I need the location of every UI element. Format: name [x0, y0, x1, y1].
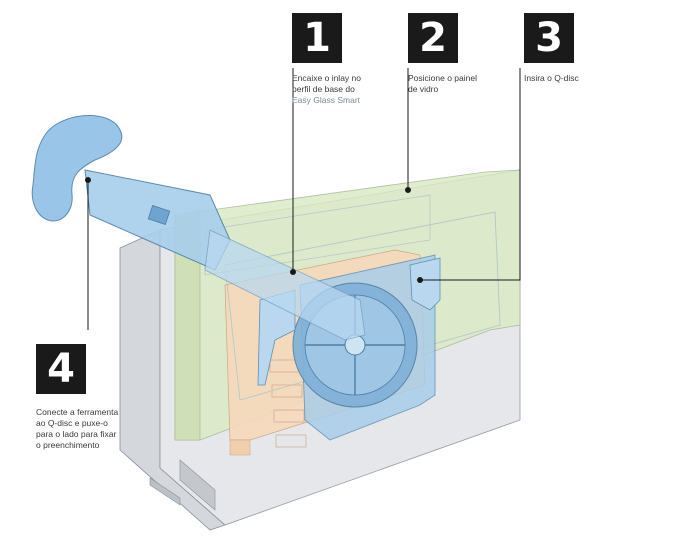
step-3-caption: Insira o Q-disc — [524, 73, 579, 84]
step-4-caption-line: para o lado para fixar — [36, 429, 117, 439]
step-1-caption: Encaixe o inlay no perfil de base do Eas… — [292, 73, 361, 106]
step-4-caption: Conecte a ferramenta ao Q-disc e puxe-o … — [36, 407, 118, 451]
step-4-badge: 4 — [36, 344, 86, 394]
step-3-badge: 3 — [524, 13, 574, 63]
step-3-caption-line: Insira o Q-disc — [524, 73, 579, 83]
step-1-caption-line: Encaixe o inlay no — [292, 73, 361, 83]
step-1-caption-line: perfil de base do — [292, 84, 355, 94]
leader-line-3 — [420, 68, 521, 281]
step-1-badge: 1 — [292, 13, 342, 63]
step-2-caption: Posicione o painel de vidro — [408, 73, 477, 95]
step-2-badge: 2 — [408, 13, 458, 63]
step-2-caption-line: Posicione o painel — [408, 73, 477, 83]
leader-lines — [85, 68, 521, 330]
step-1-caption-product: Easy Glass Smart — [292, 95, 361, 105]
step-4-caption-line: o preenchimento — [36, 440, 100, 450]
step-4-caption-line: ao Q-disc e puxe-o — [36, 418, 108, 428]
step-4-caption-line: Conecte a ferramenta — [36, 407, 119, 417]
mounting-tool — [31, 114, 366, 341]
step-2-caption-line: de vidro — [408, 84, 439, 94]
